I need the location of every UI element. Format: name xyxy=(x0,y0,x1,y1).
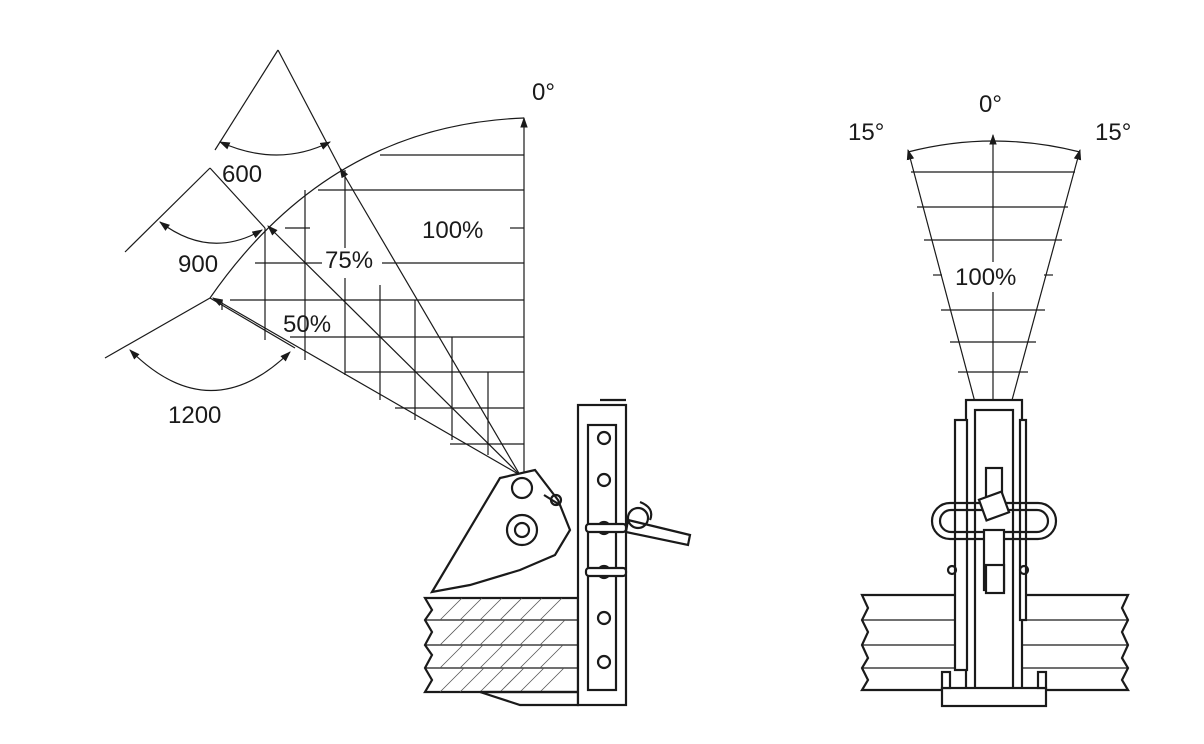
plate-stack-side xyxy=(423,596,580,694)
front-angle-center-label: 0° xyxy=(979,91,1002,118)
load-label-100: 100% xyxy=(422,217,483,244)
load-label-75: 75% xyxy=(325,247,373,274)
load-label-50: 50% xyxy=(283,311,331,338)
front-outer-arc xyxy=(907,140,1081,153)
front-angle-right-label: 15° xyxy=(1095,119,1131,146)
front-view: 0° 15° 15° 100% xyxy=(848,91,1131,708)
side-outer-arc xyxy=(209,117,525,299)
front-load-label: 100% xyxy=(955,264,1016,291)
clamp-device-front xyxy=(860,398,1130,708)
angle-label-600: 600 xyxy=(222,161,262,188)
side-view: 0° 600 900 1200 100% 75% 50% xyxy=(104,49,692,707)
front-angle-left-label: 15° xyxy=(848,119,884,146)
angle-label-1200: 1200 xyxy=(168,402,221,429)
clamp-device-side xyxy=(423,398,692,707)
angle-label-900: 900 xyxy=(178,251,218,278)
side-angle-top-label: 0° xyxy=(532,79,555,106)
side-grid xyxy=(221,154,524,455)
